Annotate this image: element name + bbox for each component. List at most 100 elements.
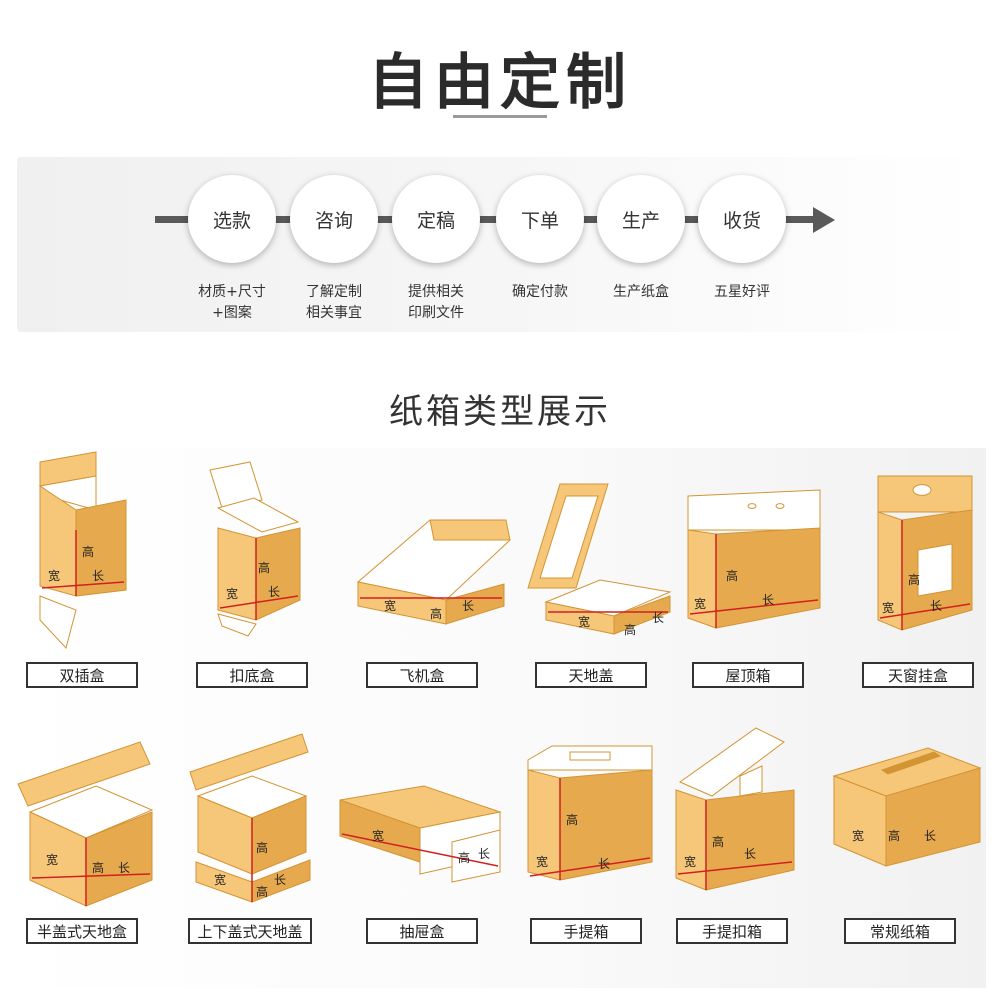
dimension-label-length: 长 xyxy=(924,829,936,843)
process-step-4: 下单 xyxy=(496,175,584,263)
dimension-label-height: 高 xyxy=(82,544,94,559)
dimension-label-length: 长 xyxy=(92,569,104,583)
lid-inner xyxy=(539,495,599,579)
process-panel xyxy=(17,157,983,332)
handle-hole-icon xyxy=(569,751,611,761)
measure-line xyxy=(341,833,499,867)
handle-flap xyxy=(678,727,785,797)
dimension-label-width: 宽 xyxy=(536,854,548,869)
base-side xyxy=(613,595,671,635)
lid xyxy=(429,519,511,541)
process-step-desc-line: 提供相关 xyxy=(408,284,464,300)
dimension-label-height: 高 xyxy=(430,606,442,621)
process-step-desc-line: 五星好评 xyxy=(714,284,770,300)
process-step-label: 咨询 xyxy=(314,209,353,232)
dimension-label-height: 高 xyxy=(908,572,920,587)
dimension-label-height: 高 xyxy=(458,850,470,865)
dimension-label-width: 宽 xyxy=(694,596,706,611)
hang-hole-icon xyxy=(912,484,932,496)
box-type-label: 上下盖式天地盖 xyxy=(188,918,312,944)
box-illustration-halflid: 宽高长 xyxy=(17,741,154,907)
process-line xyxy=(155,216,815,223)
dimension-label-height: 高 xyxy=(726,568,738,583)
flap-seam xyxy=(880,751,942,775)
dimension-label-length: 长 xyxy=(274,873,286,887)
dimension-label-length: 长 xyxy=(744,847,756,861)
dimension-label-width: 宽 xyxy=(214,872,226,887)
dimension-label-height: 高 xyxy=(256,840,268,855)
box-illustration-carton: 宽高长 xyxy=(832,747,982,867)
dimension-label-width: 宽 xyxy=(384,598,396,613)
box-illustration-window: 高宽长 xyxy=(877,475,973,631)
box-type-label: 天地盖 xyxy=(535,662,647,688)
process-step-label: 生产 xyxy=(621,209,660,232)
box-illustration-drawer: 宽高长 xyxy=(339,785,502,883)
measure-line xyxy=(529,857,651,877)
drawer-front xyxy=(451,829,501,883)
dimension-label-width: 宽 xyxy=(372,828,384,843)
process-step-desc-line: 相关事宜 xyxy=(306,305,362,321)
box-illustration-lock: 高宽长 xyxy=(209,461,301,637)
box-type-label: 半盖式天地盒 xyxy=(26,918,138,944)
process-step-label: 选款 xyxy=(212,209,251,232)
box-type-label: 屋顶箱 xyxy=(692,662,804,688)
dimension-label-height: 高 xyxy=(888,828,900,843)
box-illustration-mailer: 宽高长 xyxy=(356,519,512,625)
roof-panel xyxy=(687,489,821,531)
title-underline xyxy=(453,115,547,118)
measure-line xyxy=(41,581,125,589)
process-step-label: 收货 xyxy=(722,209,761,232)
process-step-desc-line: 生产纸盒 xyxy=(613,284,669,300)
box-type-label: 扣底盒 xyxy=(196,662,308,688)
process-step-desc-line: 确定付款 xyxy=(512,284,568,300)
process-step-desc-line: +图案 xyxy=(212,305,252,321)
process-step-description: 生产纸盒 xyxy=(586,282,696,303)
process-step-description: 确定付款 xyxy=(485,282,595,303)
measure-line xyxy=(219,595,299,609)
dimension-label-length: 长 xyxy=(652,611,664,625)
half-lid xyxy=(17,741,151,807)
dimension-label-height: 高 xyxy=(566,812,578,827)
process-step-description: 了解定制相关事宜 xyxy=(279,282,389,324)
measure-line xyxy=(677,861,793,875)
bottom-lock xyxy=(217,613,257,637)
hang-hole-icon xyxy=(775,503,785,509)
process-step-desc-line: 了解定制 xyxy=(306,284,362,300)
measure-line xyxy=(31,873,151,879)
dimension-label-width: 宽 xyxy=(578,614,590,629)
process-step-description: 提供相关印刷文件 xyxy=(381,282,491,324)
hang-hole-icon xyxy=(747,503,757,509)
process-step-description: 五星好评 xyxy=(687,282,797,303)
process-step-label: 下单 xyxy=(520,209,559,232)
dimension-label-height: 高 xyxy=(712,834,724,849)
measure-line xyxy=(879,603,971,619)
page-title: 自由定制 xyxy=(368,48,632,118)
process-step-label: 定稿 xyxy=(416,209,455,232)
dimension-label-height: 高 xyxy=(92,860,104,875)
top-flap xyxy=(216,497,300,533)
box-type-label: 飞机盒 xyxy=(366,662,478,688)
box-type-label: 手提扣箱 xyxy=(676,918,788,944)
process-step-desc-line: 材质+尺寸 xyxy=(198,284,266,300)
process-step-1: 选款 xyxy=(188,175,276,263)
top-flap xyxy=(209,461,263,509)
process-step-6: 收货 xyxy=(698,175,786,263)
dimension-label-length: 长 xyxy=(478,847,490,861)
box-type-label: 常规纸箱 xyxy=(844,918,956,944)
box-illustration-handlelock: 高宽长 xyxy=(675,727,795,891)
box-illustration-lidbase: 宽高长 xyxy=(527,483,672,637)
box-illustration-twolid: 高宽长高 xyxy=(189,733,311,903)
dimension-label-width: 宽 xyxy=(48,568,60,583)
bottom-flap xyxy=(39,595,77,650)
box-illustration-roof: 高宽 长 xyxy=(687,489,821,629)
dimension-label-width: 宽 xyxy=(882,600,894,615)
section-title: 纸箱类型展示 xyxy=(389,392,611,432)
dimension-label-length: 长 xyxy=(462,599,474,613)
front-panel xyxy=(885,767,981,867)
dimension-label-width: 宽 xyxy=(852,828,864,843)
process-step-description: 材质+尺寸 +图案 xyxy=(177,282,287,324)
box-type-label: 抽屉盒 xyxy=(366,918,478,944)
dimension-label-length: 长 xyxy=(762,593,774,607)
dimension-label-width: 宽 xyxy=(226,586,238,601)
